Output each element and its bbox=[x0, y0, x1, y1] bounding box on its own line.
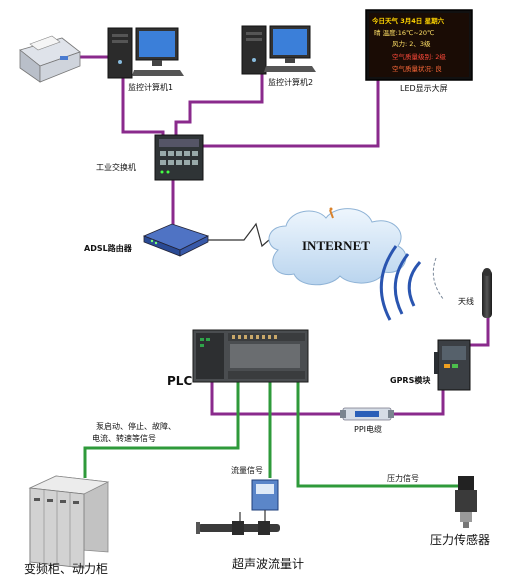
label-ppi: PPI电缆 bbox=[354, 425, 383, 434]
label-switch: 工业交换机 bbox=[96, 163, 136, 172]
ultrasonic-flowmeter-icon bbox=[196, 479, 280, 535]
ppi-cable-icon bbox=[340, 407, 394, 421]
network-links bbox=[78, 55, 490, 416]
label-internet: INTERNET bbox=[302, 238, 370, 253]
label-cabinet: 变频柜、动力柜 bbox=[24, 562, 109, 576]
gprs-module-icon bbox=[434, 339, 471, 391]
label-plc: PLC bbox=[167, 374, 193, 388]
led-screen-icon bbox=[365, 9, 473, 81]
link-gprs-antenna bbox=[468, 313, 490, 347]
internet-link-bolt bbox=[208, 222, 277, 248]
power-cabinet-icon bbox=[28, 475, 110, 569]
link-plc-pressure bbox=[296, 378, 462, 488]
label-antenna: 天线 bbox=[458, 297, 474, 306]
pressure-sensor-icon bbox=[455, 476, 477, 528]
label-led: LED显示大屏 bbox=[400, 84, 448, 93]
led-line-1: 今日天气 3月4日 星期六 bbox=[372, 17, 445, 25]
link-led-switch bbox=[200, 80, 380, 148]
label-pump-signals-1: 泵启动、停止、故障、 bbox=[96, 422, 176, 431]
led-line-4: 空气质量级别: 2级 bbox=[392, 53, 446, 61]
label-pressure-signal: 压力信号 bbox=[387, 474, 419, 483]
wireless-signal-icon bbox=[379, 245, 445, 321]
label-gprs: GPRS模块 bbox=[390, 376, 431, 385]
monitoring-computer-1-icon bbox=[107, 27, 184, 79]
monitoring-computer-2-icon bbox=[241, 25, 316, 75]
plc-icon bbox=[192, 329, 309, 383]
adsl-router-icon bbox=[142, 223, 210, 257]
link-pc2-switch bbox=[174, 72, 264, 135]
signal-links bbox=[83, 378, 462, 488]
led-line-3: 风力: 2、3级 bbox=[392, 40, 431, 48]
printer-icon bbox=[19, 35, 81, 83]
label-pc1: 监控计算机1 bbox=[128, 83, 174, 92]
label-flow-signal: 流量信号 bbox=[231, 466, 263, 475]
label-flowmeter: 超声波流量计 bbox=[232, 557, 305, 571]
label-pc2: 监控计算机2 bbox=[268, 78, 314, 87]
link-plc-cabinet bbox=[83, 380, 240, 478]
led-line-2: 晴 温度:16℃~20℃ bbox=[374, 29, 435, 37]
label-pump-signals-2: 电流、转速等信号 bbox=[92, 434, 156, 443]
antenna-icon bbox=[482, 268, 492, 318]
internet-cloud-icon bbox=[268, 207, 407, 286]
label-router: ADSL路由器 bbox=[84, 244, 132, 253]
link-plc-gprs bbox=[210, 382, 445, 416]
label-pressure-sensor: 压力传感器 bbox=[430, 533, 491, 547]
industrial-switch-icon bbox=[154, 134, 204, 181]
led-line-5: 空气质量状况: 良 bbox=[392, 65, 442, 73]
